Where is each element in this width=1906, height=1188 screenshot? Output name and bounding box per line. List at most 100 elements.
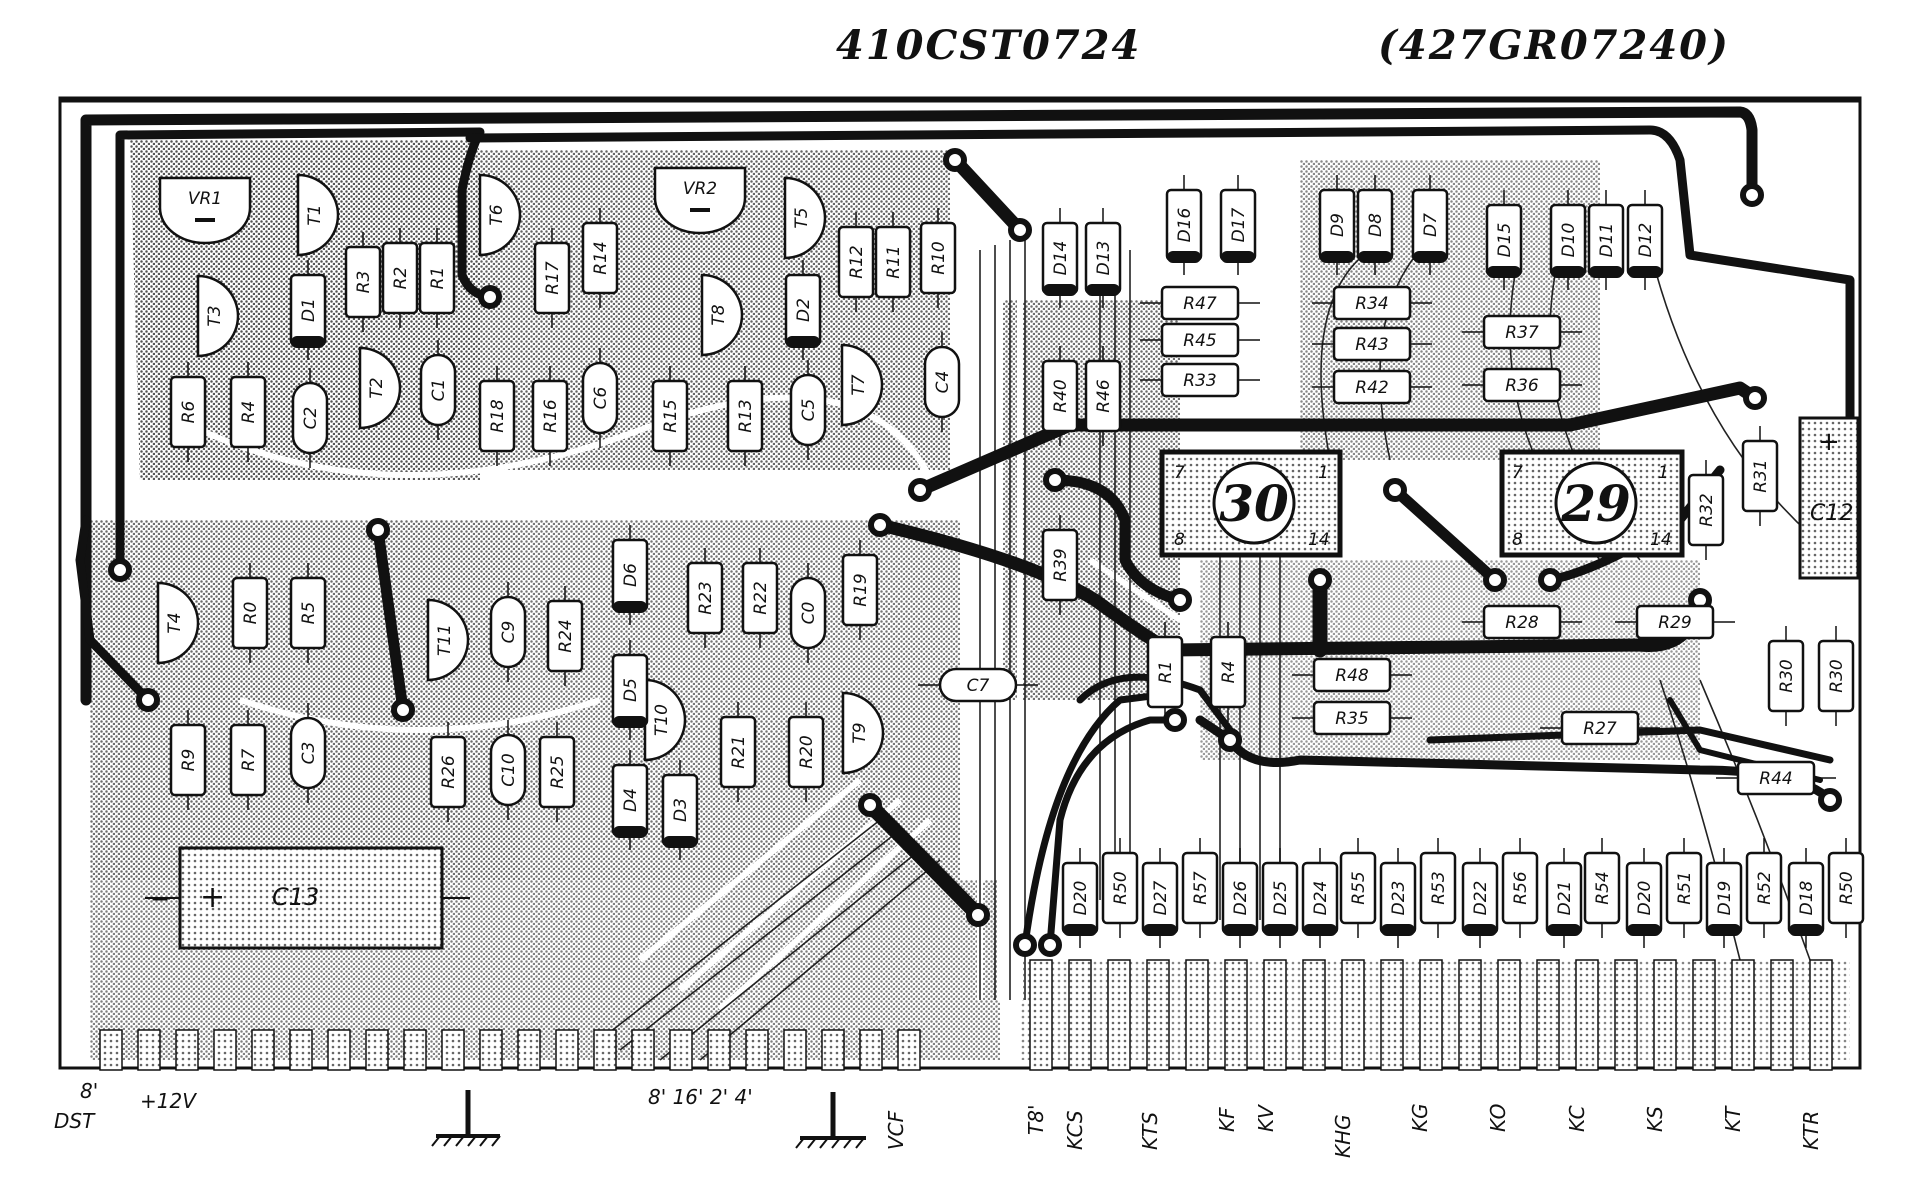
label-kcs: KCS — [1063, 1110, 1087, 1150]
svg-text:R51: R51 — [1675, 871, 1695, 904]
ic-29: 29 7 1 8 14 — [1499, 449, 1685, 558]
svg-text:D8: D8 — [1366, 213, 1386, 237]
component-r47: R47 — [1140, 285, 1260, 321]
svg-text:D2: D2 — [794, 298, 814, 322]
component-d3: D3 — [661, 760, 699, 860]
svg-text:D20: D20 — [1071, 881, 1091, 916]
svg-text:R37: R37 — [1505, 323, 1539, 343]
component-r31: R31 — [1741, 426, 1779, 526]
svg-text:D23: D23 — [1389, 881, 1409, 916]
svg-text:R4: R4 — [239, 401, 259, 424]
svg-text:R22: R22 — [751, 581, 771, 614]
component-r44: R44 — [1716, 760, 1836, 796]
svg-text:C5: C5 — [799, 399, 819, 422]
component-r21: R21 — [719, 702, 757, 802]
svg-text:C10: C10 — [499, 753, 519, 787]
edge-connector-fingers — [99, 959, 1833, 1071]
component-r9: R9 — [169, 710, 207, 810]
component-r10: R10 — [919, 208, 957, 308]
svg-text:D17: D17 — [1229, 207, 1249, 242]
component-d17: D17 — [1219, 175, 1257, 275]
svg-text:T5: T5 — [792, 207, 812, 228]
component-r29: R29 — [1615, 604, 1735, 640]
svg-text:D4: D4 — [621, 788, 641, 812]
svg-text:R26: R26 — [439, 755, 459, 789]
component-t7: T7 — [840, 343, 884, 427]
svg-text:R0: R0 — [241, 602, 261, 625]
svg-text:R24: R24 — [556, 619, 576, 652]
svg-text:C12: C12 — [1810, 501, 1853, 526]
component-d23: D23 — [1379, 848, 1417, 948]
svg-text:14: 14 — [1308, 530, 1330, 550]
svg-text:R36: R36 — [1505, 376, 1539, 396]
component-r42: R42 — [1312, 369, 1432, 405]
label-khg: KHG — [1331, 1114, 1355, 1158]
svg-text:R53: R53 — [1429, 871, 1449, 904]
component-d15: D15 — [1485, 190, 1523, 290]
component-t11: T11 — [426, 598, 470, 682]
svg-text:R35: R35 — [1335, 709, 1368, 729]
svg-text:C7: C7 — [967, 676, 990, 696]
component-r19: R19 — [841, 540, 879, 640]
svg-text:R19: R19 — [851, 573, 871, 606]
label-12v: +12V — [140, 1089, 197, 1113]
svg-text:D19: D19 — [1715, 881, 1735, 916]
component-t6: T6 — [478, 173, 522, 257]
svg-text:R2: R2 — [391, 267, 411, 290]
component-t8: T8 — [700, 273, 744, 357]
component-d20: D20 — [1061, 848, 1099, 948]
component-r18: R18 — [478, 366, 516, 466]
component-c4: C4 — [923, 332, 961, 432]
svg-text:R9: R9 — [179, 749, 199, 772]
component-r30: R30 — [1817, 626, 1855, 726]
svg-text:D21: D21 — [1555, 881, 1575, 916]
component-r1: R1 — [1146, 622, 1184, 722]
component-r1: R1 — [418, 228, 456, 328]
component-d20: D20 — [1625, 848, 1663, 948]
label-ks: KS — [1643, 1106, 1667, 1132]
component-r28: R28 — [1462, 604, 1582, 640]
svg-text:D12: D12 — [1636, 223, 1656, 258]
svg-text:R12: R12 — [847, 245, 867, 278]
svg-text:R5: R5 — [299, 602, 319, 625]
svg-text:R29: R29 — [1658, 613, 1691, 633]
svg-text:R7: R7 — [239, 749, 259, 772]
label-kts: KTS — [1138, 1112, 1162, 1150]
svg-text:R47: R47 — [1183, 294, 1217, 314]
svg-text:R1: R1 — [428, 267, 448, 290]
component-d19: D19 — [1705, 848, 1743, 948]
component-d25: D25 — [1261, 848, 1299, 948]
label-ktr: KTR — [1799, 1111, 1823, 1150]
component-r46: R46 — [1084, 346, 1122, 446]
component-r34: R34 — [1312, 285, 1432, 321]
svg-text:R34: R34 — [1355, 294, 1388, 314]
component-d10: D10 — [1549, 190, 1587, 290]
component-r14: R14 — [581, 208, 619, 308]
svg-text:C9: C9 — [499, 621, 519, 644]
svg-text:R10: R10 — [929, 241, 949, 274]
svg-text:7: 7 — [1174, 463, 1185, 483]
svg-text:R11: R11 — [884, 245, 904, 278]
component-t10: T10 — [643, 678, 687, 762]
component-c5: C5 — [789, 360, 827, 460]
component-d8: D8 — [1356, 175, 1394, 275]
svg-text:R33: R33 — [1183, 371, 1216, 391]
component-d24: D24 — [1301, 848, 1339, 948]
svg-text:R32: R32 — [1697, 493, 1717, 526]
component-r37: R37 — [1462, 314, 1582, 350]
svg-text:D10: D10 — [1559, 223, 1579, 258]
component-r50: R50 — [1101, 838, 1139, 938]
svg-text:C2: C2 — [301, 407, 321, 430]
component-r7: R7 — [229, 710, 267, 810]
svg-text:D18: D18 — [1797, 880, 1817, 915]
svg-text:R44: R44 — [1759, 769, 1792, 789]
component-r56: R56 — [1501, 838, 1539, 938]
component-r30: R30 — [1767, 626, 1805, 726]
component-d22: D22 — [1461, 848, 1499, 948]
svg-text:+: + — [200, 880, 225, 915]
component-r48: R48 — [1292, 657, 1412, 693]
component-d21: D21 — [1545, 848, 1583, 948]
svg-text:R43: R43 — [1355, 335, 1388, 355]
svg-text:D26: D26 — [1231, 880, 1251, 915]
svg-text:−: − — [150, 885, 170, 913]
